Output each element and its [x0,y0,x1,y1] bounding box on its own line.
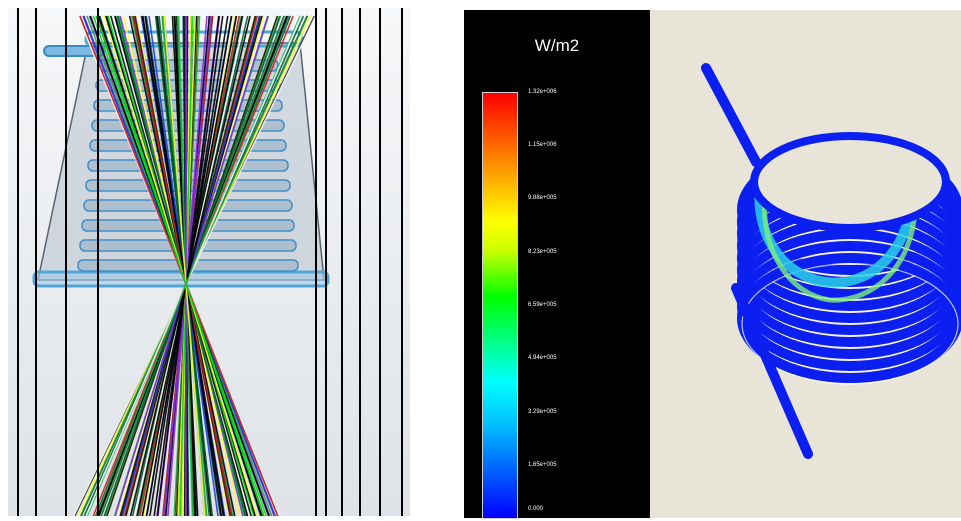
heat-flux-contour [650,10,961,518]
legend-color-bar [482,92,518,519]
ray [184,15,188,516]
coil-outlet-pipe [731,283,813,459]
legend-tick: 9.88e+005 [528,195,557,201]
ray [145,15,233,516]
legend-tick: 1.32e+006 [528,89,557,95]
ray [95,15,265,516]
helical-coil-image [701,63,961,459]
ray-trace-render [8,8,410,516]
ray-trace-image [17,8,403,516]
inlet-pipe [43,45,105,57]
ray [95,15,291,516]
receiver-bottom-frame [32,270,330,288]
legend-tick: 1.65e+005 [528,462,557,468]
light-rays [17,8,403,516]
heat-flux-legend: W/m2 1.32e+006 1.15e+006 9.88e+005 8.23e… [464,10,650,519]
coil-inner-surface [754,169,918,303]
ray [141,15,225,516]
legend-tick: 6.59e+005 [528,302,557,308]
legend-tick: 8.23e+005 [528,249,557,255]
legend-tick: 4.94e+005 [528,355,557,361]
ray [129,15,251,516]
ray [163,15,206,516]
legend-tick: 0.000 [528,506,544,512]
coil-turn-highlight [741,263,959,385]
legend-tick: 3.29e+005 [528,409,557,415]
legend-unit: W/m2 [534,36,580,55]
coil-top-rim [750,132,950,232]
coil-inlet-pipe [701,63,761,167]
legend-tick: 1.15e+006 [528,142,557,148]
coil-opening [758,140,942,224]
